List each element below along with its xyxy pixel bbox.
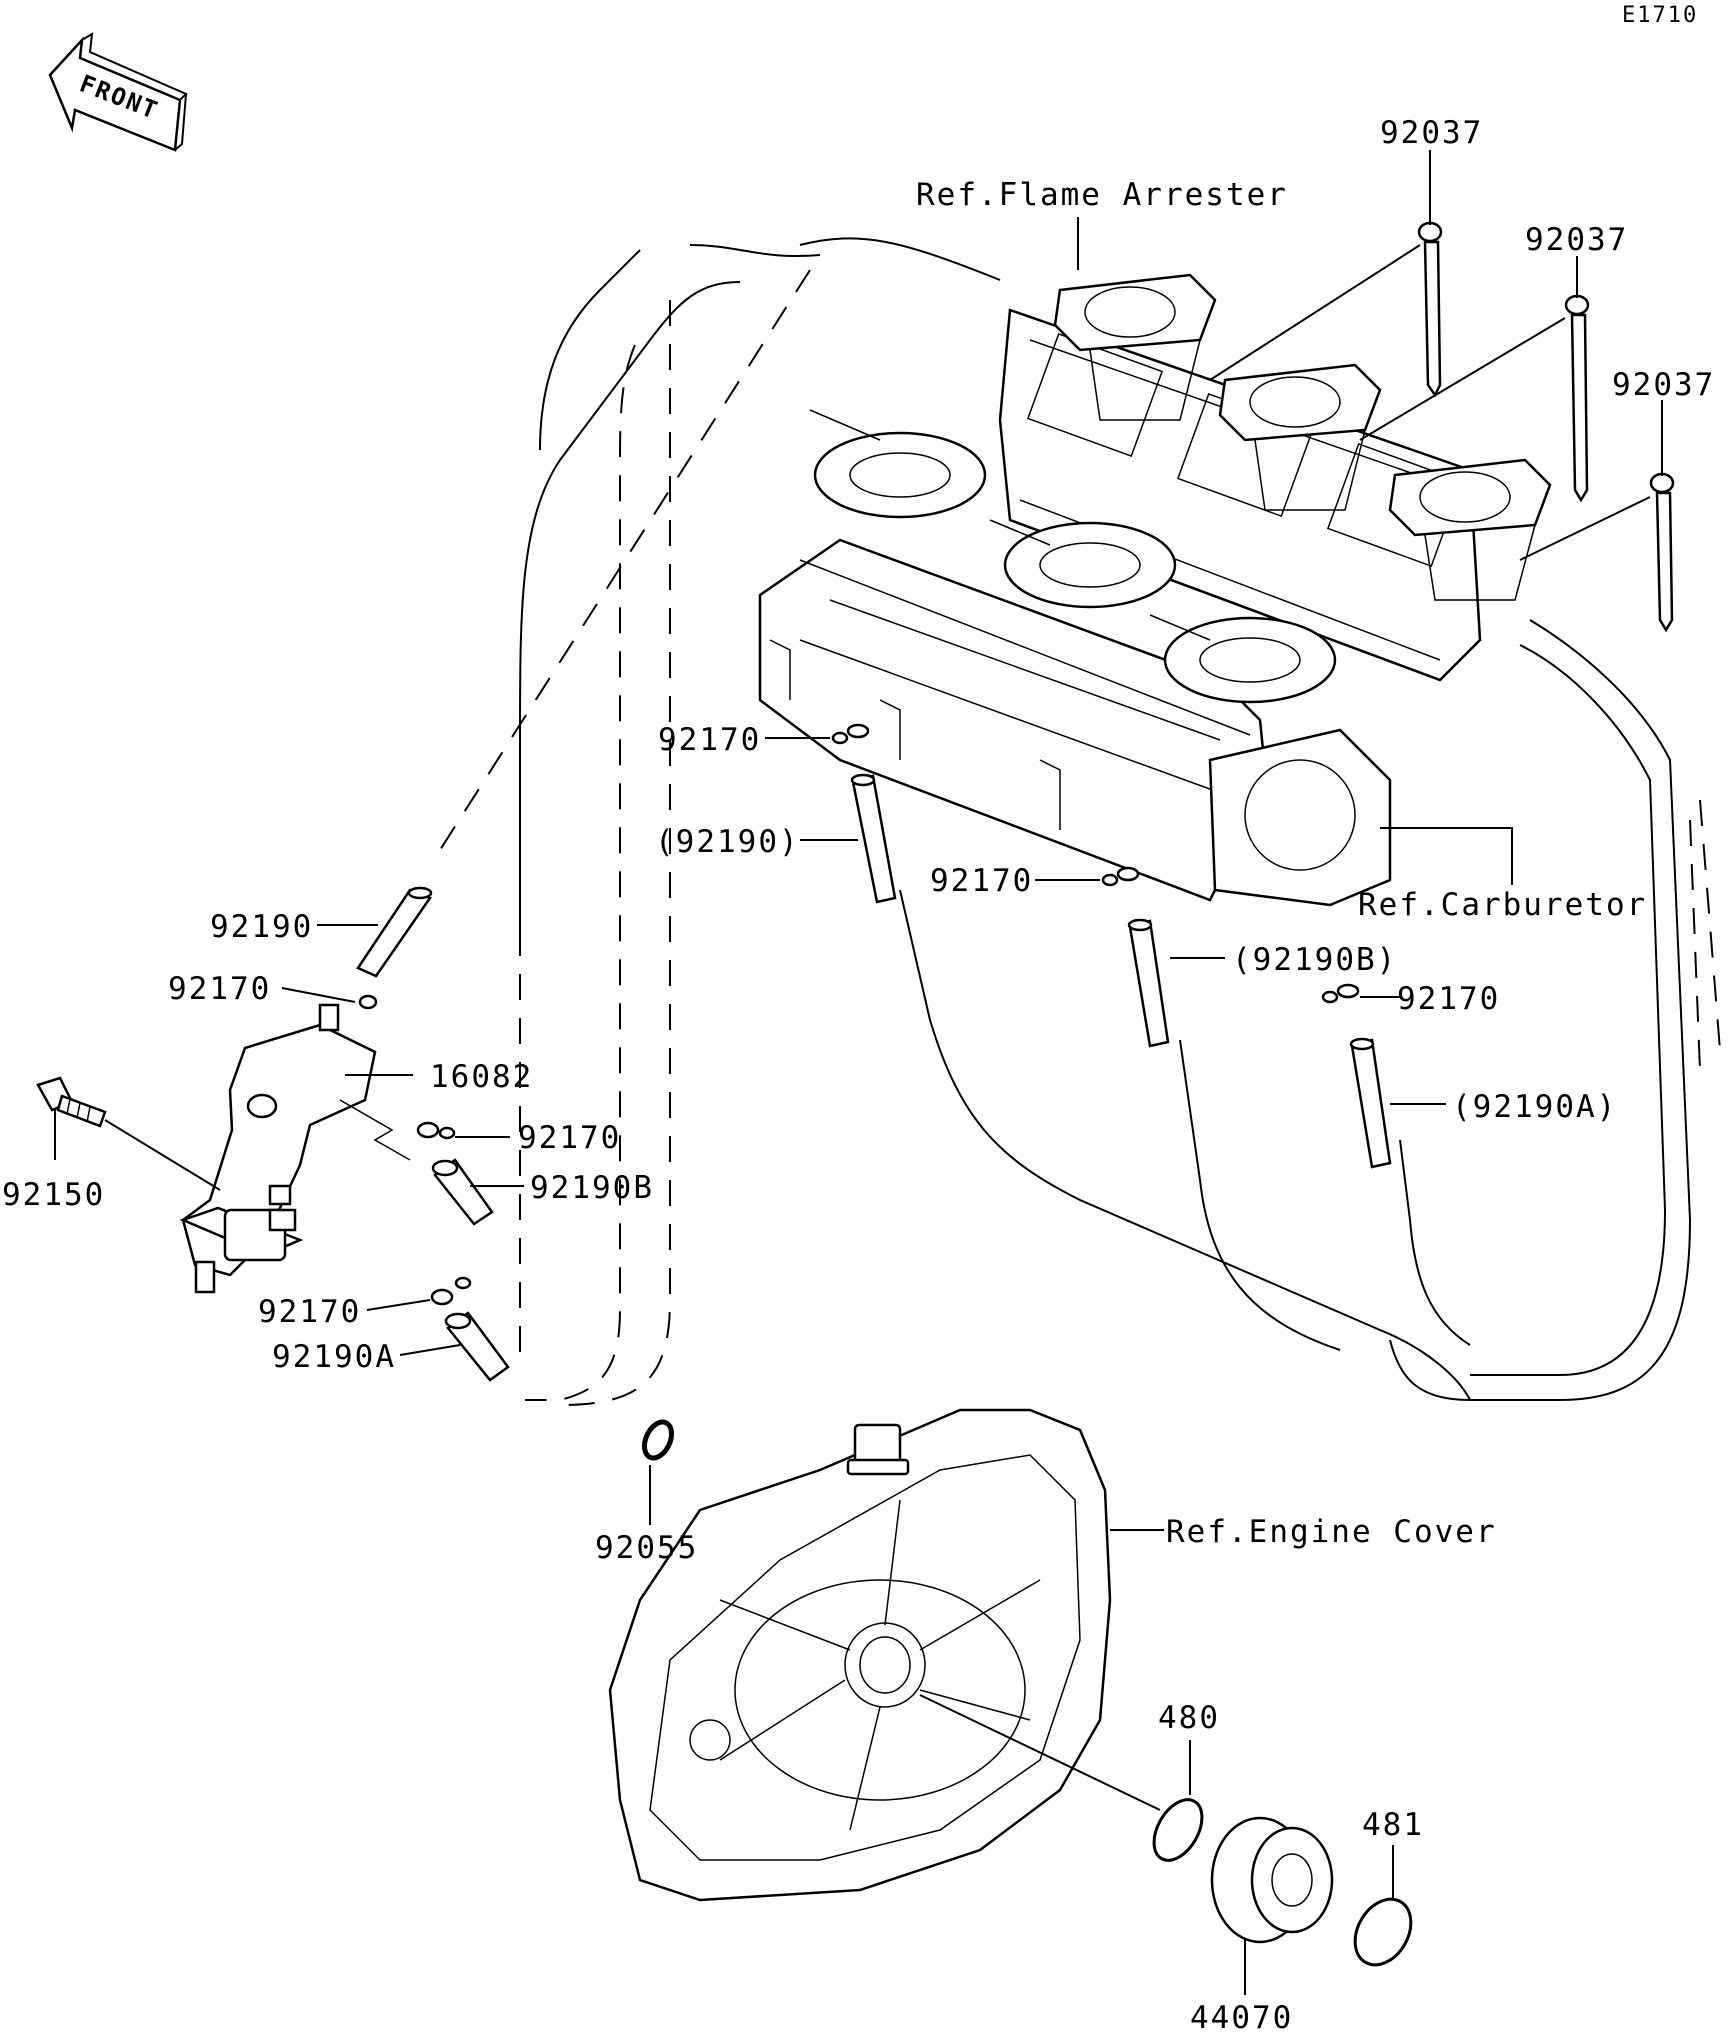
part-92170-c: 92170 (1397, 981, 1500, 1017)
leader-lines (54, 150, 1663, 1995)
part-92170-a: 92170 (658, 722, 761, 758)
hose-92190a-left (444, 1311, 510, 1382)
part-92037-a: 92037 (1380, 115, 1483, 151)
flame-arrester-assembly (998, 273, 1552, 682)
cable-tie-2 (1564, 294, 1590, 503)
part-92190a-paren: (92190A) (1452, 1089, 1617, 1125)
clamp-92170-right (1321, 983, 1360, 1004)
part-92190: 92190 (210, 909, 313, 945)
front-arrow-icon: FRONT (48, 32, 188, 152)
part-92190b: 92190B (530, 1170, 654, 1206)
hose-92190b-left (431, 1158, 494, 1226)
part-44070: 44070 (1190, 2000, 1293, 2032)
part-92170-d: 92170 (168, 971, 271, 1007)
cable-tie-3 (1649, 472, 1675, 633)
part-92150: 92150 (2, 1177, 105, 1213)
part-92190-paren: (92190) (655, 824, 800, 860)
part-92190b-paren: (92190B) (1232, 942, 1397, 978)
part-92170-e: 92170 (518, 1120, 621, 1156)
clamp-92170-left-mid (416, 1121, 456, 1140)
hose-route-right (799, 237, 1721, 1401)
part-480: 480 (1158, 1700, 1220, 1736)
carburetor-assembly (758, 409, 1392, 907)
part-92055: 92055 (595, 1530, 698, 1566)
part-481: 481 (1362, 1807, 1424, 1843)
part-92190a: 92190A (272, 1339, 396, 1375)
ref-flame-arrester-label: Ref.Flame Arrester (916, 177, 1288, 213)
bearing-44070 (1210, 1816, 1334, 1944)
circlip-480 (1152, 1798, 1204, 1862)
diagram-code: E1710 (1622, 3, 1698, 28)
part-92170-b: 92170 (930, 863, 1033, 899)
o-ring-92055 (641, 1419, 675, 1461)
clamp-92170-left-low (430, 1276, 472, 1306)
part-92037-b: 92037 (1525, 222, 1628, 258)
bolt-92150 (36, 1076, 107, 1128)
clamp-92170-center-mid (1101, 866, 1140, 887)
flange-2 (1218, 363, 1382, 511)
clamp-92170-left-top (358, 994, 378, 1010)
part-16082: 16082 (430, 1059, 533, 1095)
flange-3 (1388, 458, 1552, 601)
part-92037-c: 92037 (1612, 367, 1715, 403)
engine-cover (608, 1408, 1112, 1902)
clamp-92170-center-top (831, 723, 870, 745)
hose-92190b-center (1127, 918, 1170, 1048)
cable-tie-1 (1417, 221, 1443, 398)
hose-92190a-right (1349, 1037, 1392, 1169)
ref-engine-cover-label: Ref.Engine Cover (1166, 1514, 1497, 1550)
hose-route-left (439, 244, 821, 1406)
flange-1 (1053, 273, 1217, 421)
valve-16082 (179, 1003, 411, 1294)
ref-carburetor-label: Ref.Carburetor (1358, 887, 1647, 923)
circlip-481 (1353, 1897, 1413, 1967)
hose-92190-center (850, 773, 897, 904)
part-92170-f: 92170 (258, 1294, 361, 1330)
hose-92190-left (356, 886, 433, 978)
